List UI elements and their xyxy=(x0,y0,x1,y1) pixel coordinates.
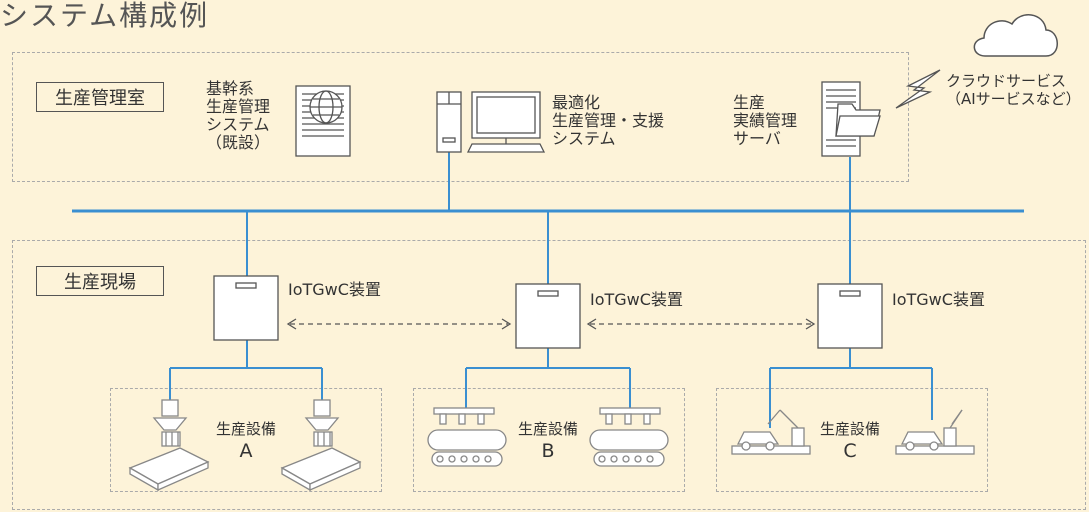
optimization-line-2: 生産管理・支援 xyxy=(552,111,665,130)
legacy-line-2: 生産管理 xyxy=(206,97,271,116)
results-server-label: 生産 実績管理 サーバ xyxy=(733,94,797,148)
equipment-c-icon-1 xyxy=(731,409,811,455)
legacy-line-1: 基幹系 xyxy=(206,79,255,98)
gateway-label-2: IoTGwC装置 xyxy=(590,290,683,309)
optimization-line-3: システム xyxy=(552,129,616,148)
legacy-system-label: 基幹系 生産管理 システム （既設） xyxy=(206,80,270,152)
equipment-a-letter: A xyxy=(239,440,253,462)
cloud-line-2: （AIサービスなど） xyxy=(946,90,1081,108)
equipment-a-icon-2 xyxy=(280,399,362,492)
equipment-area-a xyxy=(110,388,382,492)
cloud-icon xyxy=(973,14,1058,57)
optimization-system-label: 最適化 生産管理・支援 システム xyxy=(552,94,664,148)
equipment-b-icon-1 xyxy=(427,407,507,467)
field-label: 生産現場 xyxy=(36,266,164,296)
equipment-b-name: 生産設備 xyxy=(517,420,578,438)
results-line-1: 生産 xyxy=(733,93,766,112)
equipment-label-c: 生産設備 C xyxy=(810,418,890,462)
equipment-a-name: 生産設備 xyxy=(215,420,276,438)
lightning-icon xyxy=(895,69,941,109)
control-room-label: 生産管理室 xyxy=(36,82,164,112)
optimization-line-1: 最適化 xyxy=(552,93,601,112)
equipment-label-b: 生産設備 B xyxy=(508,418,588,462)
gateway-link-2 xyxy=(586,318,816,330)
legacy-server-icon xyxy=(295,85,351,157)
equipment-area-c xyxy=(716,388,988,492)
gateway-label-3: IoTGwC装置 xyxy=(892,290,985,309)
cloud-line-1: クラウドサービス xyxy=(946,72,1067,90)
equipment-b-letter: B xyxy=(541,440,555,462)
equipment-a-icon-1 xyxy=(128,399,210,492)
cloud-service-label: クラウドサービス （AIサービスなど） xyxy=(946,72,1081,108)
equipment-c-icon-2 xyxy=(895,409,975,455)
results-line-2: 実績管理 xyxy=(733,111,798,130)
pc-icon xyxy=(436,91,546,153)
results-line-3: サーバ xyxy=(733,129,781,148)
control-room-area xyxy=(12,52,909,182)
equipment-c-name: 生産設備 xyxy=(819,420,880,438)
equipment-b-icon-2 xyxy=(589,407,669,467)
legacy-line-3: システム xyxy=(206,115,270,134)
page-title: システム構成例 xyxy=(0,0,210,32)
equipment-c-letter: C xyxy=(843,440,857,462)
legacy-line-4: （既設） xyxy=(206,133,271,152)
equipment-area-b xyxy=(413,388,685,492)
gateway-link-1 xyxy=(286,318,512,330)
equipment-label-a: 生産設備 A xyxy=(206,418,286,462)
gateway-label-1: IoTGwC装置 xyxy=(288,280,381,299)
results-server-icon xyxy=(821,81,881,157)
